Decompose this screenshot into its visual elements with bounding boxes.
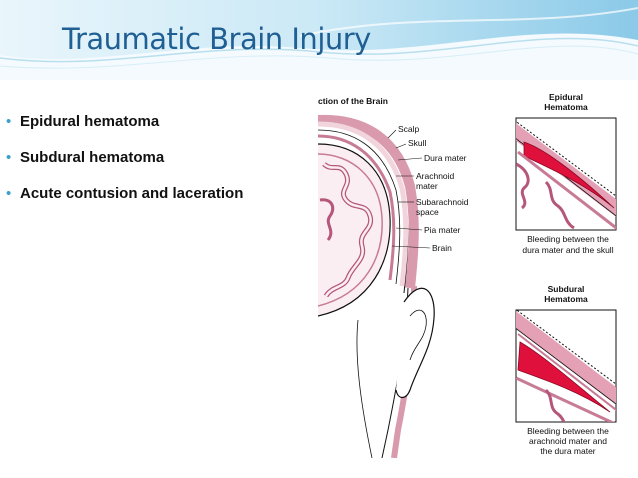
bullet-item-epidural: • Epidural hematoma <box>6 113 243 149</box>
bullet-text: Subdural hematoma <box>20 149 165 166</box>
label-arachnoid-mater: mater <box>416 181 438 191</box>
label-pia-mater: Pia mater <box>424 225 461 235</box>
subdural-inset <box>515 309 617 423</box>
epidural-title-line2: Hematoma <box>544 102 588 112</box>
bullet-marker-icon: • <box>6 113 12 130</box>
bullet-marker-icon: • <box>6 149 12 166</box>
epidural-caption-line1: Bleeding between the <box>527 234 609 244</box>
slide-title: Traumatic Brain Injury <box>62 22 371 56</box>
epidural-inset <box>515 117 617 231</box>
head-cross-section <box>318 114 435 458</box>
label-subarachnoid: Subarachnoid <box>416 197 469 207</box>
subdural-title-line2: Hematoma <box>544 294 588 304</box>
epidural-title-line1: Epidural <box>549 92 583 102</box>
label-scalp: Scalp <box>398 124 420 134</box>
ear-icon <box>395 287 435 399</box>
brain-section-illustration: ction of the Brain <box>318 90 630 458</box>
label-dura-mater: Dura mater <box>424 153 467 163</box>
bullet-text: Acute contusion and laceration <box>20 185 244 202</box>
label-subarachnoid-space: space <box>416 207 439 217</box>
subdural-caption-line3: the dura mater <box>540 446 595 456</box>
bullet-item-subdural: • Subdural hematoma <box>6 149 243 185</box>
label-skull: Skull <box>408 138 427 148</box>
bullet-item-contusion: • Acute contusion and laceration <box>6 185 243 221</box>
label-arachnoid: Arachnoid <box>416 171 455 181</box>
bullet-text: Epidural hematoma <box>20 113 160 130</box>
epidural-caption-line2: dura mater and the skull <box>522 245 613 255</box>
subdural-caption-line1: Bleeding between the <box>527 426 609 436</box>
bullet-list: • Epidural hematoma • Subdural hematoma • A… <box>6 113 243 221</box>
subdural-caption-line2: arachnoid mater and <box>529 436 607 446</box>
label-brain: Brain <box>432 243 452 253</box>
subdural-title-line1: Subdural <box>548 284 585 294</box>
bullet-marker-icon: • <box>6 185 12 202</box>
header-wave-decoration <box>0 0 638 80</box>
figure-caption: ction of the Brain <box>318 96 388 106</box>
